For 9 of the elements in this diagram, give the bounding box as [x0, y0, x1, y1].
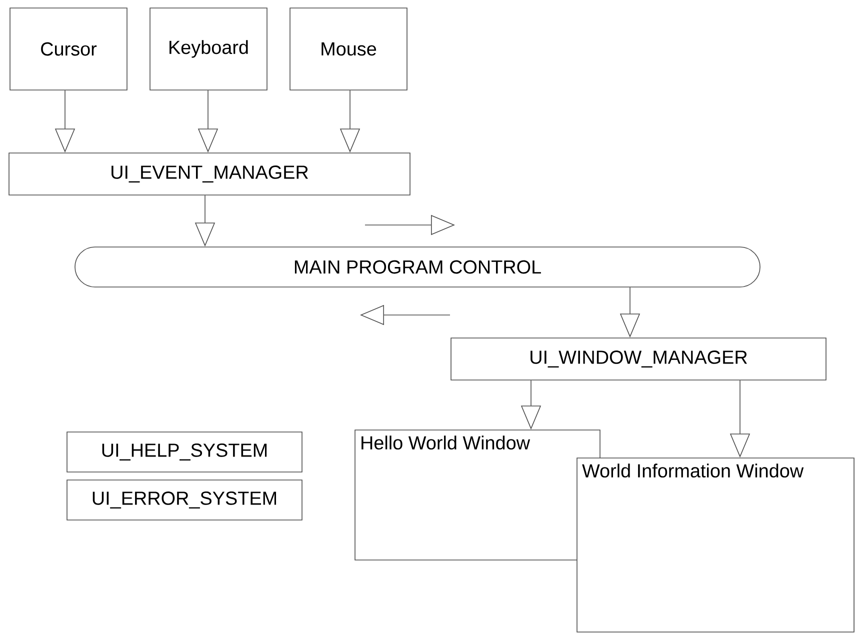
manager-box: UI_WINDOW_MANAGER	[450, 338, 826, 380]
system-box: UI_ERROR_SYSTEM	[66, 480, 302, 520]
system-box: UI_HELP_SYSTEM	[66, 432, 302, 472]
manager-box: UI_EVENT_MANAGER	[8, 152, 410, 196]
window-box: World Information Window	[576, 458, 854, 632]
input-box: Keyboard	[150, 8, 268, 90]
input-box: Cursor	[10, 8, 128, 90]
input-box: Mouse	[290, 8, 408, 90]
control-bar: MAIN PROGRAM CONTROL	[74, 246, 760, 288]
